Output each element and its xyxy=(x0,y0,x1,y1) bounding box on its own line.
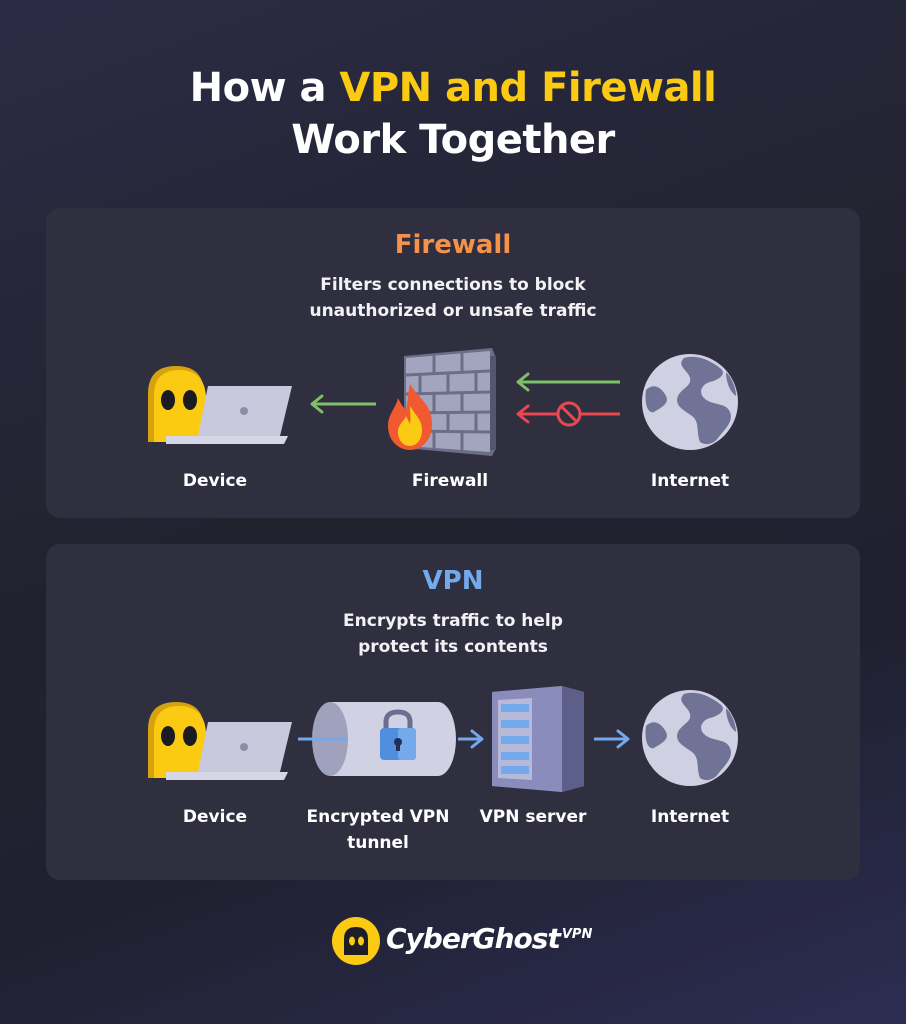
lock-icon xyxy=(380,709,416,760)
brand-suffix: VPN xyxy=(561,927,593,942)
fire-icon xyxy=(388,384,432,450)
title-part1: How a xyxy=(189,65,340,111)
page-title: How a VPN and Firewall Work Together xyxy=(0,62,906,166)
vpn-panel-description: Encrypts traffic to help protect its con… xyxy=(46,608,860,660)
firewall-panel-title: Firewall xyxy=(394,230,512,260)
vpn-diagram xyxy=(148,686,738,792)
globe-icon xyxy=(642,354,738,450)
device-icon xyxy=(148,702,292,780)
vpn-server-label: VPN server xyxy=(479,807,587,827)
title-part2: Work Together xyxy=(291,117,615,163)
vpn-desc-line2: protect its contents xyxy=(358,637,548,657)
vpn-panel: VPN Encrypts traffic to help protect its… xyxy=(46,544,860,880)
globe-icon xyxy=(642,690,738,786)
allowed-arrow-to-device xyxy=(310,394,376,414)
firewall-device-label: Device xyxy=(182,471,248,491)
firewall-desc-line1: Filters connections to block xyxy=(320,275,586,295)
ghost-logo-icon xyxy=(332,917,380,965)
blocked-arrow xyxy=(516,401,620,427)
brand-name-text: CyberGhost xyxy=(386,922,561,955)
server-icon xyxy=(492,686,584,792)
vpn-internet-label: Internet xyxy=(650,807,730,827)
firewall-diagram xyxy=(148,348,738,456)
firewall-panel-description: Filters connections to block unauthorize… xyxy=(46,272,860,324)
vpn-device-label: Device xyxy=(182,807,248,827)
vpn-tunnel-label: Encrypted VPN tunnel xyxy=(306,807,450,853)
tunnel-to-server-arrow xyxy=(458,729,484,749)
vpn-desc-line1: Encrypts traffic to help xyxy=(343,611,563,631)
server-to-internet-arrow xyxy=(594,729,630,749)
firewall-desc-line2: unauthorized or unsafe traffic xyxy=(309,301,597,321)
firewall-node-label: Firewall xyxy=(411,471,489,491)
firewall-internet-label: Internet xyxy=(650,471,730,491)
firewall-panel: Firewall Filters connections to block un… xyxy=(46,208,860,518)
allowed-arrow-from-internet xyxy=(516,372,620,392)
vpn-panel-title: VPN xyxy=(422,566,484,596)
title-highlight: VPN and Firewall xyxy=(339,65,717,111)
device-icon xyxy=(148,366,292,444)
